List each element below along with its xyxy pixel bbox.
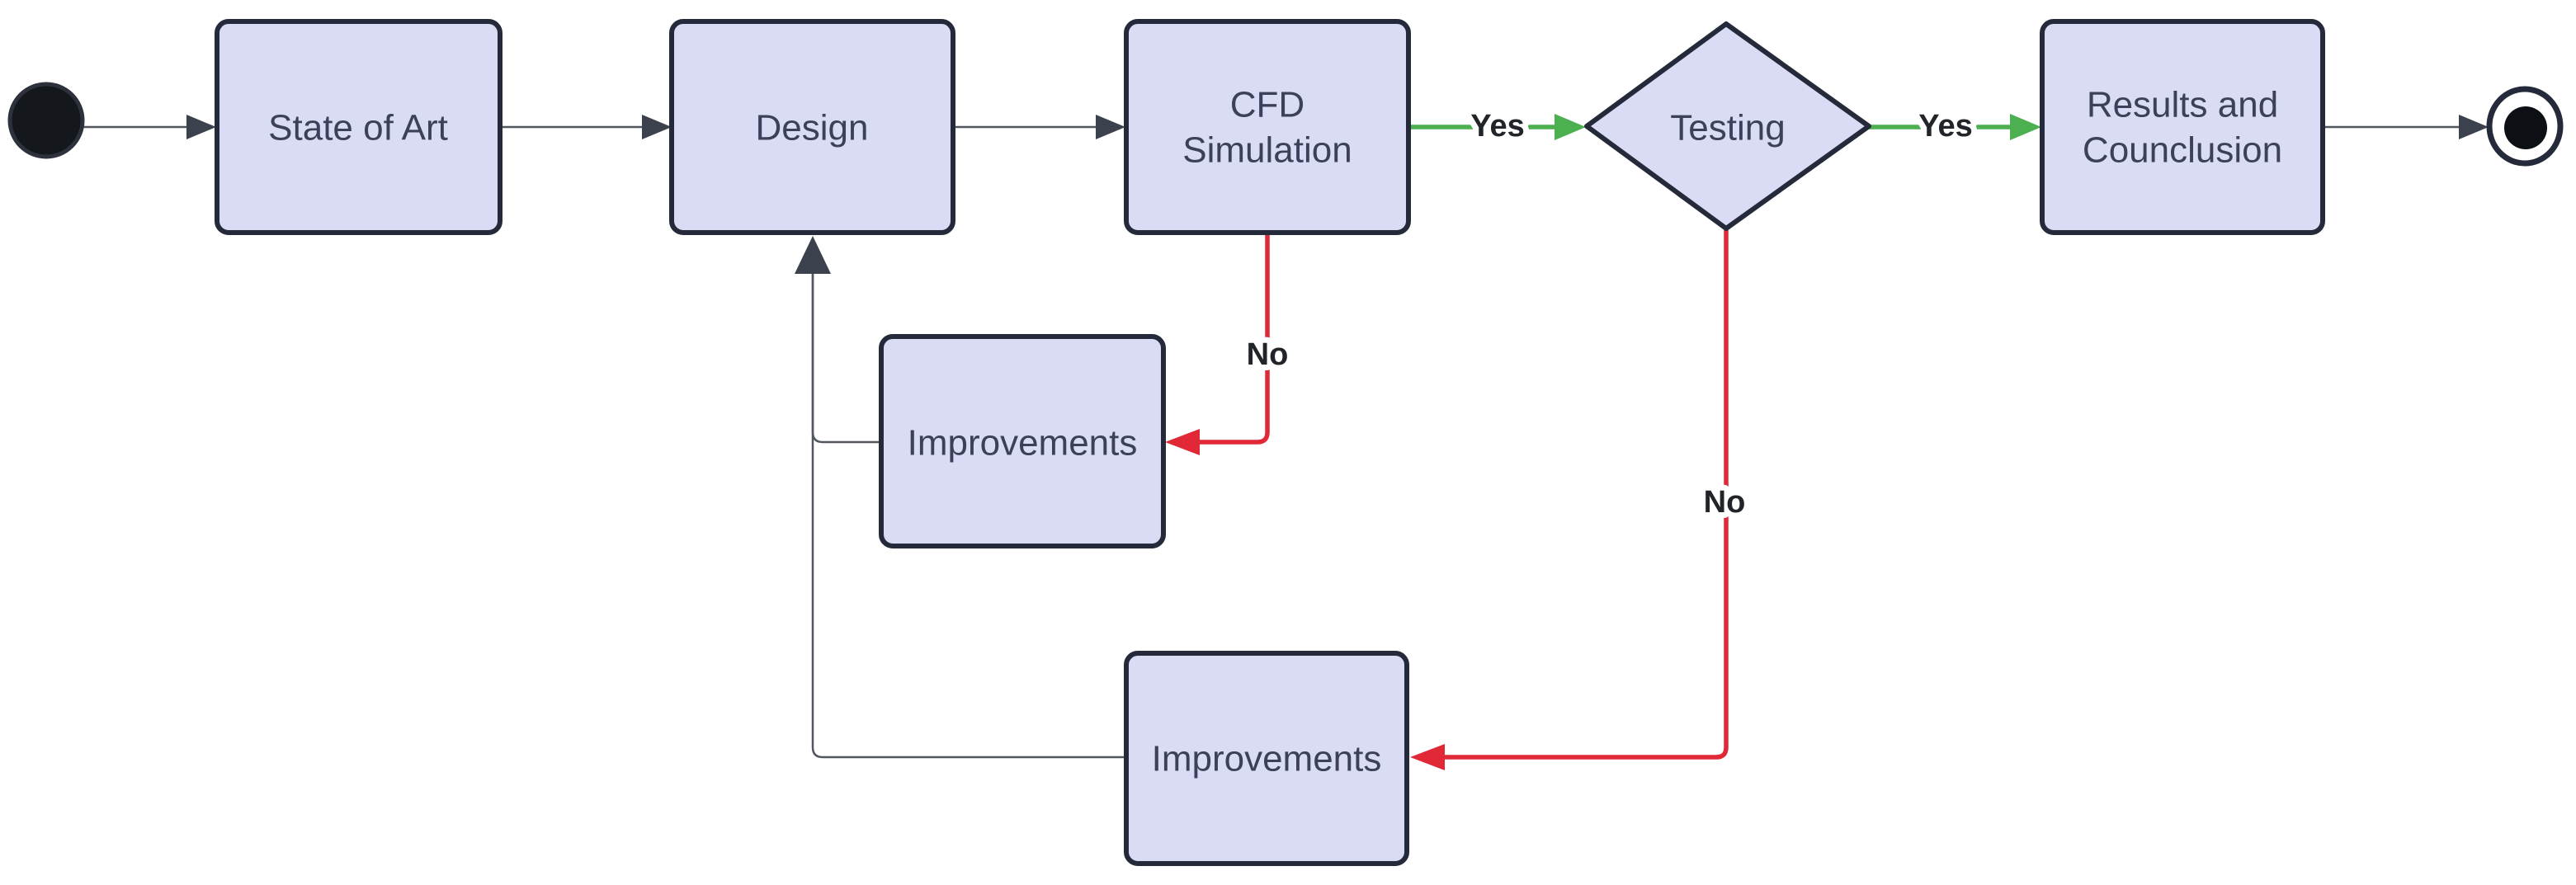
node-label: CFD xyxy=(1230,85,1305,125)
edge-label-yes: Yes xyxy=(1470,109,1525,144)
edge-improvements1-to-design xyxy=(795,236,881,444)
arrowhead-right-icon xyxy=(2459,115,2489,139)
node-label: State of Art xyxy=(268,108,448,148)
node-improvements-2: Improvements xyxy=(1124,651,1409,866)
node-label: Design xyxy=(756,108,869,148)
node-testing-decision: Testing xyxy=(1584,21,1871,231)
arrowhead-right-icon xyxy=(1096,115,1125,139)
edge-results-to-end xyxy=(2323,115,2489,139)
arrowhead-up-icon xyxy=(795,236,831,274)
node-label: Improvements xyxy=(1152,739,1382,779)
arrowhead-right-icon xyxy=(642,115,672,139)
node-label: Improvements xyxy=(908,423,1138,464)
node-label: Simulation xyxy=(1182,130,1352,171)
edge-label-no: No xyxy=(1704,485,1746,520)
node-cfd-simulation: CFD Simulation xyxy=(1124,19,1411,235)
arrowhead-right-icon xyxy=(1555,114,1586,140)
edge-improvements2-to-design xyxy=(811,272,1126,759)
edge-state-of-art-to-design xyxy=(500,115,672,139)
edge-label-yes: Yes xyxy=(1918,109,1973,144)
edge-cfd-to-testing: Yes xyxy=(1408,103,1586,149)
edge-cfd-to-improvements1: No xyxy=(1165,234,1294,455)
node-end xyxy=(2486,86,2564,167)
edge-testing-to-improvements2: No xyxy=(1410,230,1751,770)
node-state-of-art: State of Art xyxy=(215,19,502,235)
node-label: Counclusion xyxy=(2083,130,2282,171)
arrowhead-right-icon xyxy=(186,115,216,139)
arrowhead-right-icon xyxy=(2010,114,2041,140)
edge-start-to-state-of-art xyxy=(83,115,216,139)
node-results-and-counclusion: Results and Counclusion xyxy=(2040,19,2325,235)
start-state-icon xyxy=(7,82,85,159)
end-state-core-icon xyxy=(2504,106,2547,149)
node-label: Testing xyxy=(1670,108,1785,148)
edge-design-to-cfd xyxy=(953,115,1125,139)
arrowhead-left-icon xyxy=(1165,429,1200,455)
edge-label-no: No xyxy=(1247,337,1289,372)
arrowhead-left-icon xyxy=(1410,744,1445,770)
node-label: Results and xyxy=(2087,85,2278,125)
edge-testing-to-results: Yes xyxy=(1869,103,2041,149)
node-design: Design xyxy=(669,19,955,235)
node-improvements-1: Improvements xyxy=(879,334,1166,548)
node-start xyxy=(7,82,85,159)
